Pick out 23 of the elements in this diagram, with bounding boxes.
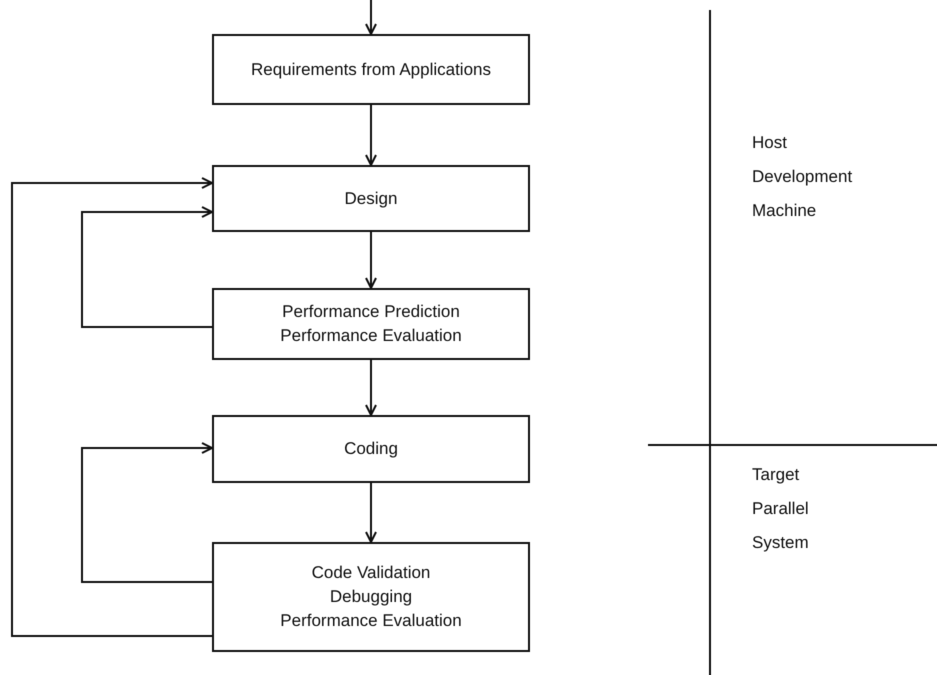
- box-label: Code Validation: [312, 563, 430, 583]
- arrow: [81, 442, 213, 583]
- process-box: [212, 415, 530, 483]
- box-label: Performance Prediction: [282, 302, 460, 322]
- box-label: Coding: [344, 439, 398, 459]
- arrow: [365, 0, 377, 35]
- arrow: [365, 232, 377, 289]
- arrow: [365, 105, 377, 166]
- process-box: [212, 165, 530, 232]
- arrow: [365, 483, 377, 543]
- box-label: Performance Evaluation: [280, 326, 462, 346]
- arrow: [365, 360, 377, 416]
- box-label: Design: [344, 188, 398, 208]
- region-label: Host Development Machine: [752, 132, 852, 222]
- process-box: [212, 34, 530, 105]
- arrow: [11, 177, 213, 637]
- region-label: Target Parallel System: [752, 464, 809, 554]
- box-label: Debugging: [330, 587, 412, 607]
- box-label: Requirements from Applications: [250, 60, 491, 80]
- process-box: [212, 542, 530, 652]
- process-box: [212, 288, 530, 360]
- box-label: Performance Evaluation: [280, 611, 462, 631]
- arrow: [81, 206, 213, 328]
